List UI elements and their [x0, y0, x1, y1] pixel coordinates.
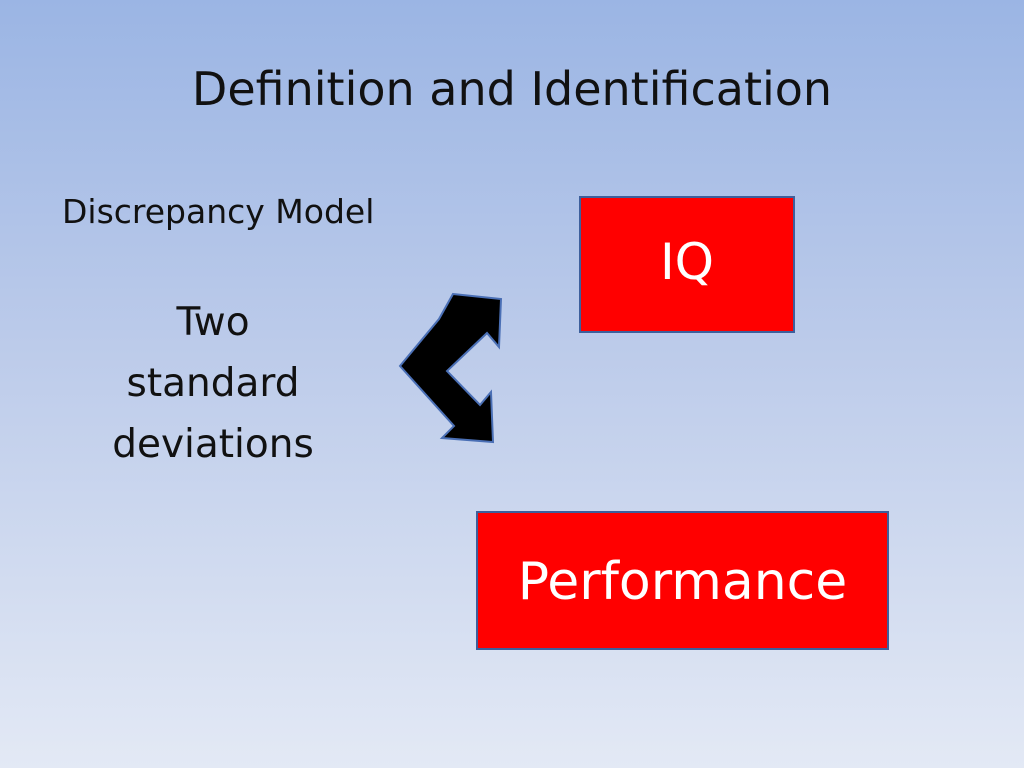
deviation-line: standard [126, 361, 300, 406]
iq-box: IQ [579, 196, 795, 333]
slide-title: Definition and Identification [191, 62, 833, 116]
deviation-text: Two standard deviations [98, 292, 328, 475]
deviation-line: Two [176, 300, 250, 345]
arrow-shape [398, 292, 503, 444]
performance-box: Performance [476, 511, 889, 650]
subtitle-discrepancy-model: Discrepancy Model [62, 192, 375, 231]
deviation-line: deviations [112, 422, 314, 467]
iq-label: IQ [659, 233, 715, 291]
performance-label: Performance [517, 552, 848, 612]
